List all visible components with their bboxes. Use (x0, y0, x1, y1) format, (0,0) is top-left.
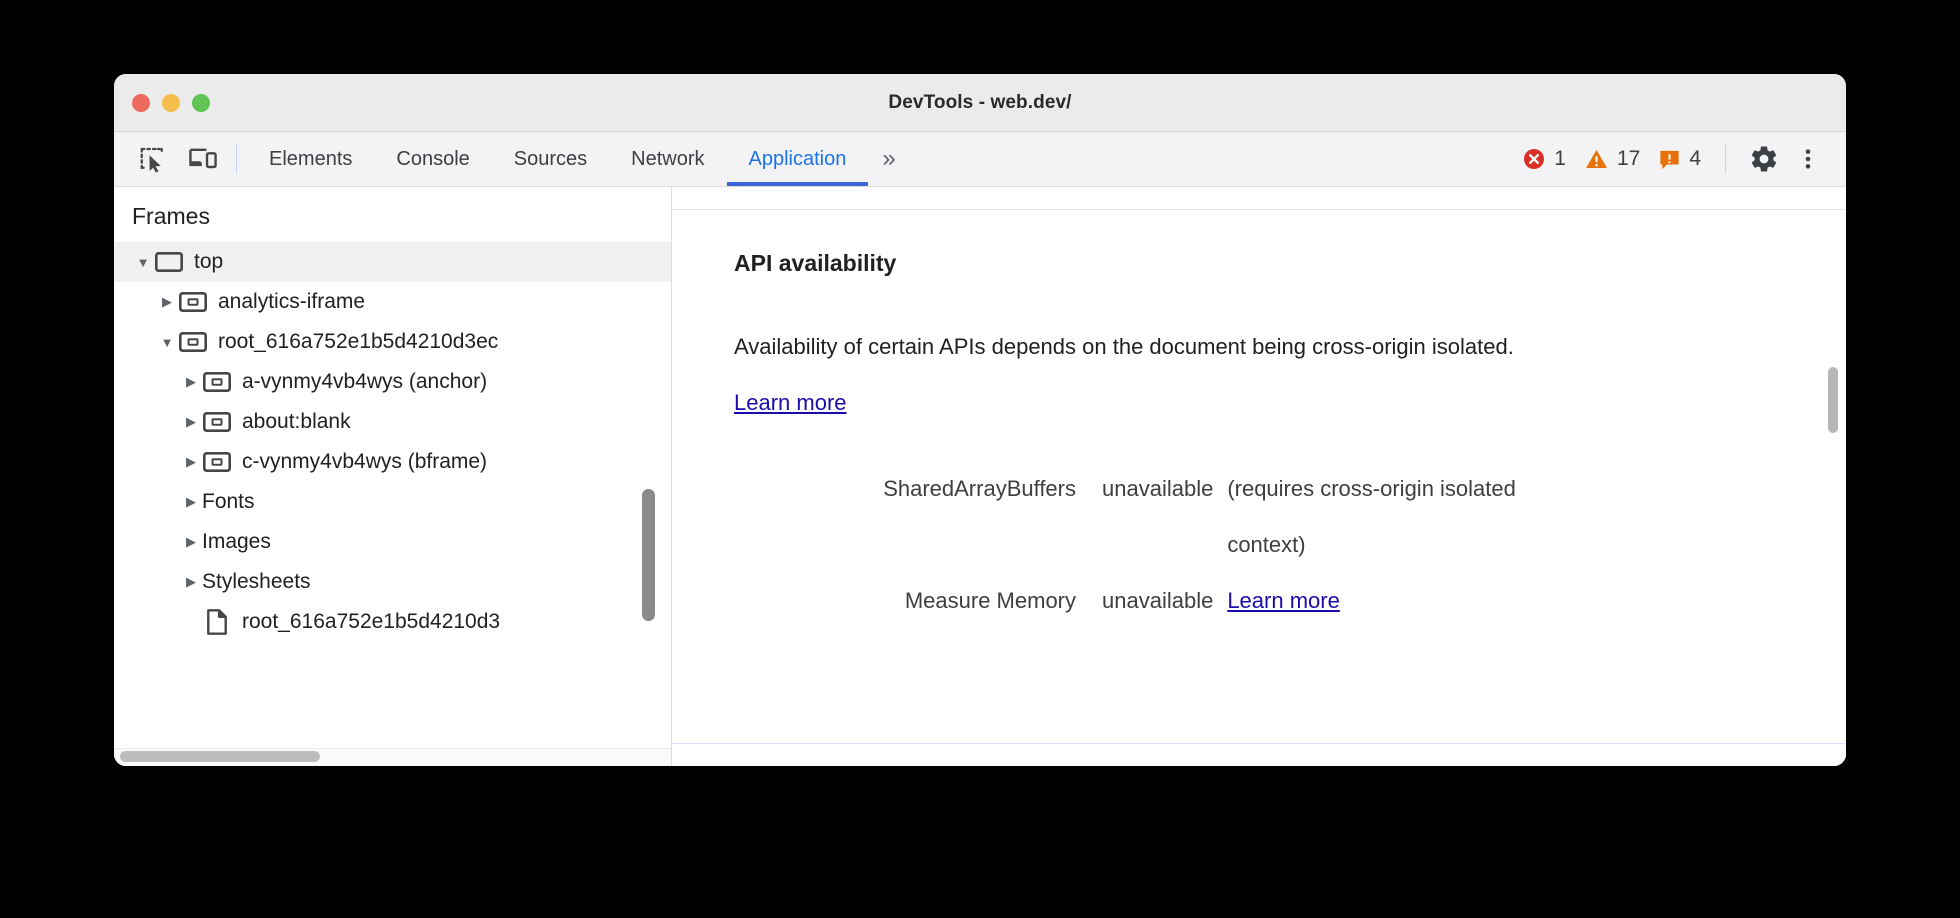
section-description: Availability of certain APIs depends on … (734, 319, 1524, 431)
chevron-right-icon[interactable] (180, 534, 202, 550)
tree-item-analytics-iframe[interactable]: analytics-iframe (114, 282, 671, 322)
device-toolbar-icon[interactable] (178, 132, 228, 186)
tree-item-label: about:blank (242, 410, 351, 433)
chevron-right-icon[interactable] (180, 374, 202, 390)
section-divider-top (672, 209, 1846, 210)
main-top-spacer (672, 187, 1846, 209)
tree-item-top[interactable]: top (114, 242, 671, 282)
panel-tabs: Elements Console Sources Network Applica… (247, 132, 907, 186)
tree-item-label: root_616a752e1b5d4210d3 (242, 610, 501, 633)
tree-item-label: Stylesheets (202, 570, 311, 593)
window-close-button[interactable] (132, 93, 150, 112)
toolbar-status-area: 1 17 (1522, 132, 1846, 186)
iframe-icon (202, 411, 232, 433)
chevron-right-icon[interactable] (156, 294, 178, 310)
chevron-down-icon[interactable] (132, 255, 154, 270)
chevron-right-icon[interactable] (180, 454, 202, 470)
section-heading: API availability (734, 250, 897, 276)
learn-more-link[interactable]: Learn more (734, 390, 847, 415)
api-row-sharedarraybuffers: SharedArrayBuffers unavailable (requires… (734, 461, 1846, 573)
sidebar-vertical-scrollbar[interactable] (642, 489, 655, 621)
api-note: Learn more (1227, 573, 1340, 629)
tree-item-label: analytics-iframe (218, 290, 366, 313)
devtools-toolbar: Elements Console Sources Network Applica… (114, 132, 1846, 187)
section-divider-bottom (672, 743, 1846, 744)
description-text: Availability of certain APIs depends on … (734, 334, 1514, 359)
api-row-measure-memory: Measure Memory unavailable Learn more (734, 573, 1846, 629)
tree-item-bframe[interactable]: c-vynmy4vb4wys (bframe) (114, 442, 671, 482)
window-titlebar: DevTools - web.dev/ (114, 74, 1846, 132)
window-title: DevTools - web.dev/ (888, 91, 1072, 113)
frames-sidebar: Frames top (114, 187, 672, 766)
chevron-down-icon[interactable] (156, 335, 178, 350)
api-name: Measure Memory (904, 588, 1076, 613)
issues-count: 4 (1689, 147, 1701, 170)
tree-item-label: c-vynmy4vb4wys (bframe) (242, 450, 488, 473)
error-circle-icon (1522, 147, 1546, 171)
sidebar-title: Frames (132, 203, 210, 229)
api-availability-section: API availability Availability of certain… (672, 210, 1846, 629)
error-badge[interactable]: 1 (1522, 147, 1566, 171)
tree-item-label: Fonts (202, 490, 255, 513)
api-rows: SharedArrayBuffers unavailable (requires… (734, 461, 1846, 629)
issue-flag-icon (1658, 148, 1681, 171)
toolbar-right-divider (1725, 144, 1726, 174)
gear-icon[interactable] (1742, 137, 1786, 181)
devtools-window: DevTools - web.dev/ (114, 74, 1846, 766)
document-icon (202, 609, 232, 635)
chevron-right-icon[interactable] (180, 414, 202, 430)
tree-item-fonts[interactable]: Fonts (114, 482, 671, 522)
api-value: unavailable (1102, 476, 1214, 501)
tree-item-stylesheets[interactable]: Stylesheets (114, 562, 671, 602)
toolbar-divider (236, 144, 237, 174)
tree-item-label: root_616a752e1b5d4210d3ec (218, 330, 499, 353)
warning-badge[interactable]: 17 (1584, 147, 1640, 171)
warning-count: 17 (1616, 147, 1641, 170)
measure-memory-learn-more-link[interactable]: Learn more (1227, 588, 1340, 613)
tree-item-about-blank[interactable]: about:blank (114, 402, 671, 442)
issues-badge[interactable]: 4 (1658, 147, 1701, 171)
iframe-icon (178, 291, 208, 313)
frame-top-icon (154, 251, 184, 273)
tab-network[interactable]: Network (631, 147, 705, 170)
tree-item-label: Images (202, 530, 271, 553)
tree-item-label: top (194, 250, 224, 273)
tree-item-anchor-frame[interactable]: a-vynmy4vb4wys (anchor) (114, 362, 671, 402)
iframe-icon (202, 451, 232, 473)
window-maximize-button[interactable] (192, 93, 210, 112)
tab-console[interactable]: Console (396, 147, 470, 170)
warning-triangle-icon (1584, 147, 1609, 171)
tree-item-images[interactable]: Images (114, 522, 671, 562)
tab-application[interactable]: Application (726, 132, 869, 186)
api-note: (requires cross-origin isolated context) (1227, 476, 1516, 557)
chevron-right-icon[interactable] (180, 494, 202, 510)
tree-item-root-frame[interactable]: root_616a752e1b5d4210d3ec (114, 322, 671, 362)
sidebar-horizontal-scrollbar-thumb[interactable] (120, 751, 320, 762)
iframe-icon (202, 371, 232, 393)
main-vertical-scrollbar[interactable] (1828, 367, 1838, 433)
tree-item-root-document[interactable]: root_616a752e1b5d4210d3 (114, 602, 671, 642)
frames-tree: top analytics-iframe (114, 242, 671, 642)
more-tabs-icon[interactable]: » (882, 145, 895, 172)
iframe-icon (178, 331, 208, 353)
inspect-element-icon[interactable] (128, 132, 178, 186)
application-main-panel: API availability Availability of certain… (672, 187, 1846, 766)
api-value: unavailable (1102, 588, 1214, 613)
more-options-menu-icon[interactable] (1786, 137, 1830, 181)
api-name: SharedArrayBuffers (883, 476, 1076, 501)
error-count: 1 (1554, 147, 1566, 170)
tree-item-label: a-vynmy4vb4wys (anchor) (242, 370, 488, 393)
sidebar-horizontal-scrollbar-track[interactable] (114, 748, 671, 766)
chevron-right-icon[interactable] (180, 574, 202, 590)
window-minimize-button[interactable] (162, 93, 180, 112)
devtools-body: Frames top (114, 187, 1846, 766)
tab-elements[interactable]: Elements (269, 147, 353, 170)
tab-sources[interactable]: Sources (513, 147, 588, 170)
traffic-lights (132, 93, 210, 112)
